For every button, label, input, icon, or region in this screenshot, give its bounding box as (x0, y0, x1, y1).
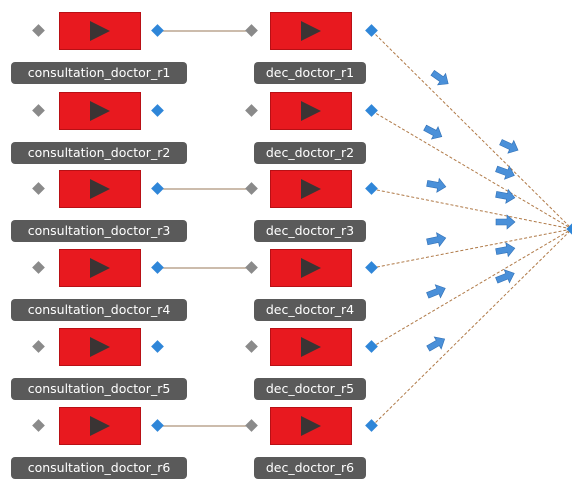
consultation-doctor-r2-label: consultation_doctor_r2 (11, 142, 187, 164)
play-icon (301, 258, 321, 278)
play-icon (90, 179, 110, 199)
dec-doctor-r4-block[interactable] (270, 249, 352, 287)
fan-line-r6[interactable] (371, 228, 572, 427)
flow-arrow-12 (495, 269, 515, 284)
consultation-doctor-r4-label: consultation_doctor_r4 (11, 299, 187, 321)
consultation-doctor-r6-label: consultation_doctor_r6 (11, 457, 187, 479)
fan-line-r1[interactable] (371, 30, 572, 230)
consultation-doctor-r5-label: consultation_doctor_r5 (11, 378, 187, 400)
play-icon (301, 179, 321, 199)
dec-doctor-r2-label: dec_doctor_r2 (254, 142, 366, 164)
flow-arrow-3 (426, 177, 447, 193)
flow-arrow-11 (495, 242, 516, 258)
flow-arrow-4 (426, 232, 447, 248)
play-icon (301, 101, 321, 121)
flow-arrow-6 (426, 336, 446, 352)
fan-line-r5[interactable] (371, 228, 572, 348)
play-icon (301, 416, 321, 436)
dec-doctor-r1-label: dec_doctor_r1 (254, 62, 366, 84)
flow-arrow-7 (499, 139, 519, 154)
consultation-doctor-r2-block[interactable] (59, 92, 141, 130)
dec-doctor-r2-block[interactable] (270, 92, 352, 130)
dec-doctor-r5-label: dec_doctor_r5 (254, 378, 366, 400)
dec-doctor-r3-block[interactable] (270, 170, 352, 208)
play-icon (90, 337, 110, 357)
flow-arrow-8 (495, 165, 515, 180)
fan-line-r3[interactable] (371, 188, 572, 230)
play-icon (90, 416, 110, 436)
consultation-doctor-r6-block[interactable] (59, 407, 141, 445)
play-icon (90, 21, 110, 41)
flow-arrow-5 (426, 284, 446, 299)
fan-line-r2[interactable] (371, 110, 572, 230)
play-icon (301, 337, 321, 357)
flow-arrow-2 (423, 124, 443, 140)
consultation-doctor-r1-block[interactable] (59, 12, 141, 50)
flow-arrow-9 (495, 188, 516, 204)
dec-doctor-r3-label: dec_doctor_r3 (254, 220, 366, 242)
dec-doctor-r6-block[interactable] (270, 407, 352, 445)
play-icon (90, 258, 110, 278)
dec-doctor-r6-label: dec_doctor_r6 (254, 457, 366, 479)
consultation-doctor-r1-label: consultation_doctor_r1 (11, 62, 187, 84)
consultation-doctor-r4-block[interactable] (59, 249, 141, 287)
play-icon (90, 101, 110, 121)
flow-arrow-1 (430, 69, 449, 86)
fan-line-r4[interactable] (371, 228, 572, 269)
dec-doctor-r4-label: dec_doctor_r4 (254, 299, 366, 321)
merge-target-port[interactable] (566, 223, 572, 235)
dec-doctor-r5-block[interactable] (270, 328, 352, 366)
play-icon (301, 21, 321, 41)
consultation-doctor-r3-block[interactable] (59, 170, 141, 208)
flow-arrow-10 (495, 214, 516, 230)
consultation-doctor-r3-label: consultation_doctor_r3 (11, 220, 187, 242)
consultation-doctor-r5-block[interactable] (59, 328, 141, 366)
dec-doctor-r1-block[interactable] (270, 12, 352, 50)
